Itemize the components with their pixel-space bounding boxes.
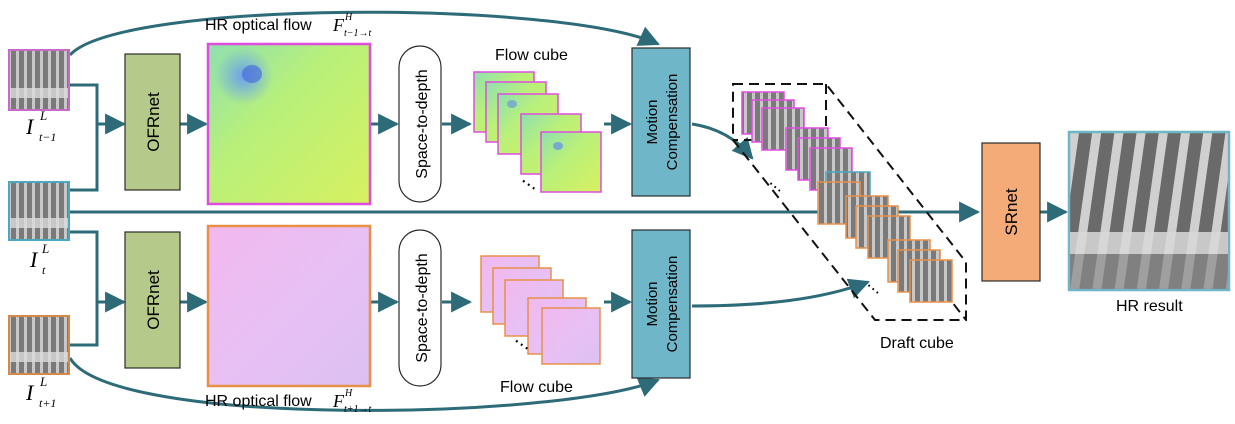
svg-text:t+1: t+1 — [39, 396, 56, 410]
flow-cube-bottom — [480, 255, 601, 365]
motion-compensation-bottom: Motion Compensation — [631, 229, 691, 379]
svg-text:t−1→t: t−1→t — [344, 28, 372, 39]
lr-frame-next — [8, 315, 70, 375]
space-to-depth-top: Space-to-depth — [398, 45, 442, 203]
hr-flow-bottom-label: HR optical flow F H t+1→t — [205, 388, 372, 415]
svg-text:SRnet: SRnet — [1002, 188, 1021, 236]
svg-text:⋯: ⋯ — [763, 176, 786, 199]
arrow-mc-draft-bottom — [691, 278, 870, 308]
flow-cube-top — [473, 71, 602, 193]
hr-flow-top-image — [206, 42, 372, 206]
svg-text:I: I — [25, 114, 35, 139]
arrow-curr-ofr-top — [70, 124, 99, 192]
svg-text:L: L — [39, 374, 47, 389]
svg-text:Space-to-depth: Space-to-depth — [414, 253, 431, 362]
svg-text:t+1→t: t+1→t — [344, 404, 372, 415]
ofrnet-bottom: OFRnet — [124, 231, 181, 369]
symbol-next: I L t+1 — [25, 374, 56, 410]
hr-result-image — [1067, 130, 1231, 292]
svg-text:F: F — [332, 15, 345, 35]
svg-text:Space-to-depth: Space-to-depth — [414, 69, 431, 178]
motion-compensation-top: Motion Compensation — [631, 47, 691, 197]
svg-text:L: L — [41, 241, 49, 256]
flow-cube-top-ellipsis: ⋯ — [516, 171, 542, 198]
svg-text:Compensation: Compensation — [664, 74, 681, 171]
hr-flow-bottom-image — [206, 224, 372, 388]
svg-text:H: H — [344, 12, 353, 23]
ofrnet-top: OFRnet — [124, 53, 181, 191]
arrow-prev-ofr — [70, 83, 127, 135]
arrow-prev-to-mc-top — [68, 10, 660, 57]
draft-cube-label: Draft cube — [880, 335, 954, 352]
symbol-prev: I L t−1 — [25, 108, 56, 144]
svg-text:I: I — [25, 380, 35, 405]
svg-text:Motion: Motion — [644, 281, 661, 326]
hr-flow-top-label: HR optical flow F H t−1→t — [205, 12, 372, 39]
svg-text:H: H — [344, 388, 353, 399]
svg-text:Motion: Motion — [644, 99, 661, 144]
arrow-curr-ofr-bottom — [70, 230, 127, 313]
lr-frame-curr — [8, 181, 70, 241]
draft-cube: ⋯ ⋯ — [732, 83, 967, 321]
svg-text:OFRnet: OFRnet — [144, 92, 163, 152]
space-to-depth-bottom: Space-to-depth — [398, 229, 442, 387]
svg-text:Compensation: Compensation — [664, 256, 681, 353]
arrow-next-ofr — [70, 302, 99, 347]
svg-text:HR optical flow: HR optical flow — [205, 17, 312, 34]
flow-cube-bottom-label: Flow cube — [500, 379, 573, 396]
svg-text:HR optical flow: HR optical flow — [205, 393, 312, 410]
svg-text:OFRnet: OFRnet — [144, 270, 163, 330]
svg-text:F: F — [332, 391, 345, 411]
svg-text:t−1: t−1 — [39, 130, 56, 144]
svg-text:t: t — [42, 263, 46, 277]
svg-text:L: L — [39, 108, 47, 123]
srnet-box: SRnet — [981, 142, 1041, 282]
arrow-next-to-mc-bottom — [68, 357, 660, 412]
lr-frame-prev — [8, 49, 70, 111]
flow-cube-top-label: Flow cube — [495, 47, 568, 64]
symbol-curr: I L t — [29, 241, 49, 277]
svg-text:I: I — [29, 247, 39, 272]
hr-result-label: HR result — [1116, 298, 1183, 315]
svg-text:⋯: ⋯ — [861, 278, 884, 301]
